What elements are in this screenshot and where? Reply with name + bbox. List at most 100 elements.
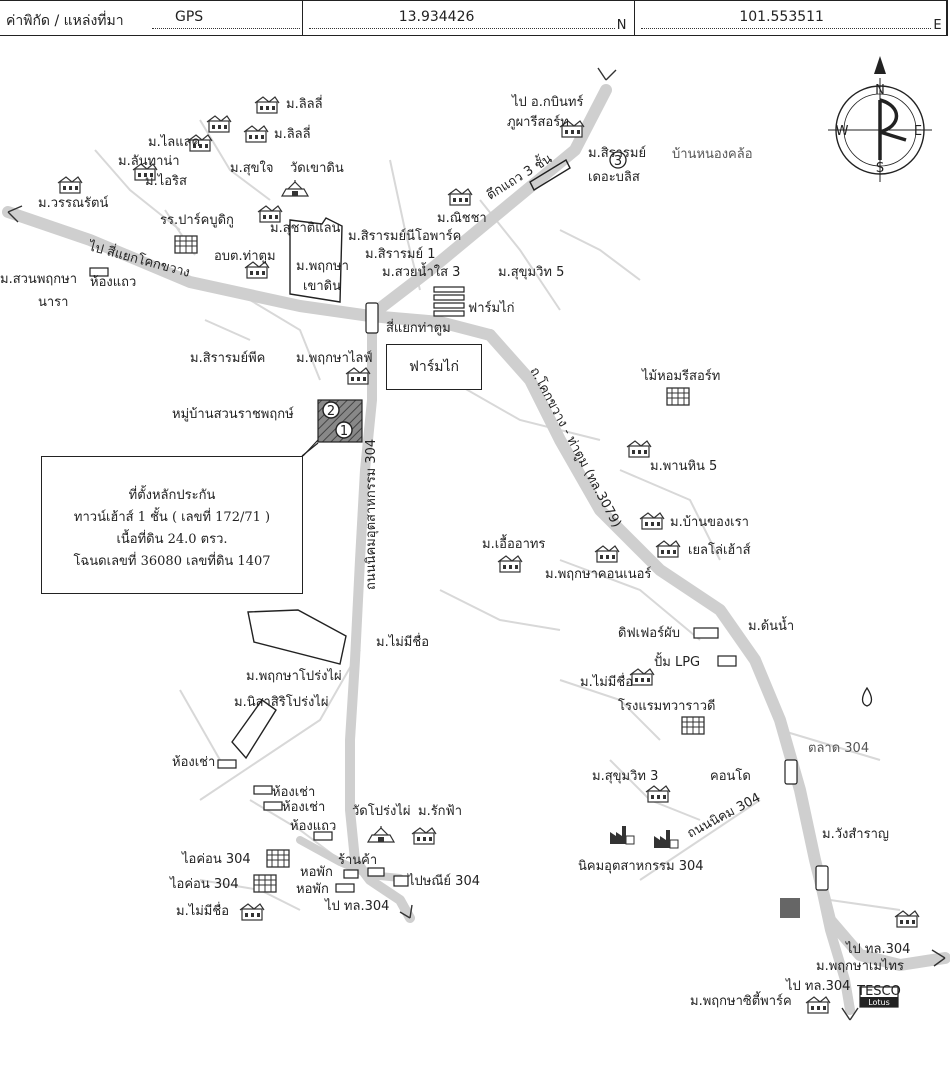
marker-3: 3	[614, 154, 622, 169]
label-lpg: ปั้ม LPG	[654, 652, 700, 670]
fuel-station-icon	[861, 686, 873, 707]
label-post: ไปษณีย์ 304	[407, 873, 480, 889]
marker-2: 2	[327, 404, 335, 419]
gas-station-icon	[780, 898, 800, 918]
chicken-farm-box: ฟาร์มไก่	[386, 344, 482, 390]
label-sirarompk: ม.สิรารมย์พีค	[190, 350, 265, 366]
svg-text:S: S	[876, 161, 884, 176]
label-road-3079: ถ.โคกขวาง - ท่าตูม (ทล.3079)	[526, 364, 624, 530]
label-sirarom-neo: ม.สิรารมย์นีโอพาร์ค	[348, 228, 461, 244]
label-icon304-2: ไอค่อน 304	[169, 876, 239, 892]
label-nikom-estate: นิคมอุตสาหกรรม 304	[578, 859, 704, 874]
label-sukhumvit5: ม.สุขุมวิท 5	[498, 265, 564, 280]
label-phuphari: ภูผารีสอร์ท	[507, 114, 569, 130]
label-school: รร.ปาร์คบูดิกู	[160, 212, 234, 228]
pruksa-khaodin-parcel	[289, 217, 343, 303]
svg-text:N: N	[875, 83, 885, 98]
label-suanpruksa-2: นารา	[38, 295, 68, 310]
label-wat-khaodin: วัดเขาดิน	[290, 161, 344, 176]
label-suaynamsai3: ม.สวยน้ำใส 3	[382, 262, 460, 280]
label-no-name-3: ม.ไม่มีชื่อ	[176, 902, 229, 919]
svg-text:W: W	[836, 124, 849, 139]
label-pruksa-corner: ม.พฤกษาคอนเนอร์	[545, 566, 651, 582]
label-nitcha: ม.ณิชชา	[437, 211, 487, 226]
label-farm-small: ฟาร์มไก่	[468, 300, 514, 316]
label-yellow-house: เยลโล่เฮ้าส์	[688, 542, 751, 558]
label-dorm-1: หอพัก	[300, 865, 333, 880]
label-pruksa-khaodin-2: เขาดิน	[303, 279, 341, 294]
label-nong-khlo: บ้านหนองคล้อ	[672, 147, 753, 162]
map-canvas[interactable]: 2 1 3	[0, 36, 950, 1079]
label-lili-2: ม.ลิลลี่	[274, 125, 311, 142]
label-to-kabin: ไป อ.กบินทร์	[511, 94, 583, 110]
label-sirarom3-1: ม.สิรารมย์	[588, 145, 646, 161]
info-deed: โฉนดเลขที่ 36080 เลขที่ดิน 1407	[73, 554, 271, 569]
chicken-farm-label: ฟาร์มไก่	[408, 359, 460, 375]
prongphai-parcel-1	[247, 609, 347, 665]
label-pruksalife: ม.พฤกษาไลฟ์	[296, 350, 373, 366]
label-road-304: ถนนนิคมอุตสาหกรรม 304	[364, 439, 379, 590]
label-suanpruksa-1: ม.สวนพฤกษา	[0, 272, 77, 287]
label-rent-3: ห้องเช่า	[282, 800, 325, 815]
label-suanrat: หมู่บ้านสวนราชพฤกษ์	[172, 406, 294, 422]
label-suchat: ม.สุชาติแลน	[270, 221, 341, 236]
label-market-304: ตลาด 304	[808, 741, 869, 756]
label-no-name-1: ม.ไม่มีชื่อ	[376, 633, 429, 650]
info-title: ที่ตั้งหลักประกัน	[128, 488, 216, 503]
marker-1: 1	[340, 424, 348, 439]
label-pruksa-khaodin-1: ม.พฤกษา	[296, 259, 349, 274]
label-obt: อบต.ท่าตูม	[214, 249, 276, 264]
label-sirarom3-2: เดอะบลิส	[588, 170, 640, 185]
svg-text:E: E	[914, 124, 922, 139]
svg-text:Lotus: Lotus	[868, 998, 890, 1007]
source-value: GPS	[175, 9, 204, 25]
label-hongtaew-2: ห้องแถว	[290, 819, 336, 834]
label-to-304c: ไป ทล.304	[785, 978, 850, 994]
longitude-value: 101.553511	[739, 9, 824, 25]
label-pruksa-prongphai: ม.พฤกษาโปร่งไผ่	[246, 668, 342, 684]
label-rent-2: ห้องเช่า	[272, 785, 315, 800]
coordinate-header: ค่าพิกัด / แหล่งที่มา GPS 13.934426 N 10…	[0, 0, 948, 36]
shophouse-parcel	[529, 159, 571, 191]
label-icon304-1: ไอค่อน 304	[181, 851, 251, 867]
label-panhin5: ม.พานหิน 5	[650, 459, 717, 474]
label-sirarom1: ม.สิรารมย์ 1	[365, 246, 436, 262]
longitude-suffix: E	[933, 18, 942, 33]
label-to-304a: ไป ทล.304	[324, 898, 389, 914]
label-dan-nam: ม.ด้นน้ำ	[748, 616, 794, 634]
label-nisasiri: ม.นิสาสิริโปร่งไผ่	[234, 694, 328, 710]
label-maihom: ไม้หอมรีสอร์ท	[641, 368, 720, 384]
collateral-info-box: ที่ตั้งหลักประกัน ทาวน์เฮ้าส์ 1 ชั้น ( เ…	[41, 456, 303, 594]
latitude-cell: 13.934426 N	[303, 1, 636, 35]
label-pruksa-maithri: ม.พฤกษาเมไทร	[816, 958, 904, 974]
label-iris: ม.ไอริส	[145, 173, 187, 189]
label-differ-pub: ดิฟเฟอร์ผับ	[618, 625, 680, 641]
label-dorm-2: หอพัก	[296, 882, 329, 897]
label-sukjai: ม.สุขใจ	[230, 160, 274, 176]
latitude-value: 13.934426	[398, 9, 475, 25]
label-to-304b: ไป ทล.304	[845, 941, 910, 957]
label-rent-1: ห้องเช่า	[172, 755, 215, 770]
label-lilac: ม.ไลแลค	[148, 134, 200, 150]
longitude-cell: 101.553511 E	[635, 1, 948, 35]
label-hongtaew-1: ห้องแถว	[90, 275, 136, 290]
label-no-name-2: ม.ไม่มีชื่อ	[580, 673, 633, 690]
label-lili-1: ม.ลิลลี่	[286, 95, 323, 112]
label-ueaarthorn: ม.เอื้ออาทร	[482, 534, 545, 552]
info-type: ทาวน์เฮ้าส์ 1 ชั้น ( เลขที่ 172/71 )	[73, 510, 271, 525]
label-wannarat: ม.วรรณรัตน์	[38, 195, 108, 211]
label-intersection: สี่แยกท่าตูม	[386, 319, 451, 336]
latitude-suffix: N	[616, 18, 627, 33]
label-wat-prongphai: วัดโปร่งไผ่	[352, 803, 410, 819]
label-hotel: โรงแรมทวาราวดี	[618, 698, 715, 714]
label-ban-khongrao: ม.บ้านของเรา	[670, 515, 749, 530]
label-rakfa: ม.รักฟ้า	[418, 804, 462, 819]
prongphai-parcel-2	[231, 699, 277, 760]
tesco-lotus-logo: TESCO Lotus	[856, 984, 901, 1008]
label-wangsamran: ม.วังสำราญ	[822, 827, 889, 842]
collateral-site[interactable]: 2 1	[317, 399, 363, 443]
info-area: เนื้อที่ดิน 24.0 ตรว.	[116, 532, 228, 547]
label-sukhumvit3: ม.สุขุมวิท 3	[592, 769, 658, 784]
label-pruksa-city: ม.พฤกษาซิตี้พาร์ค	[690, 991, 792, 1009]
